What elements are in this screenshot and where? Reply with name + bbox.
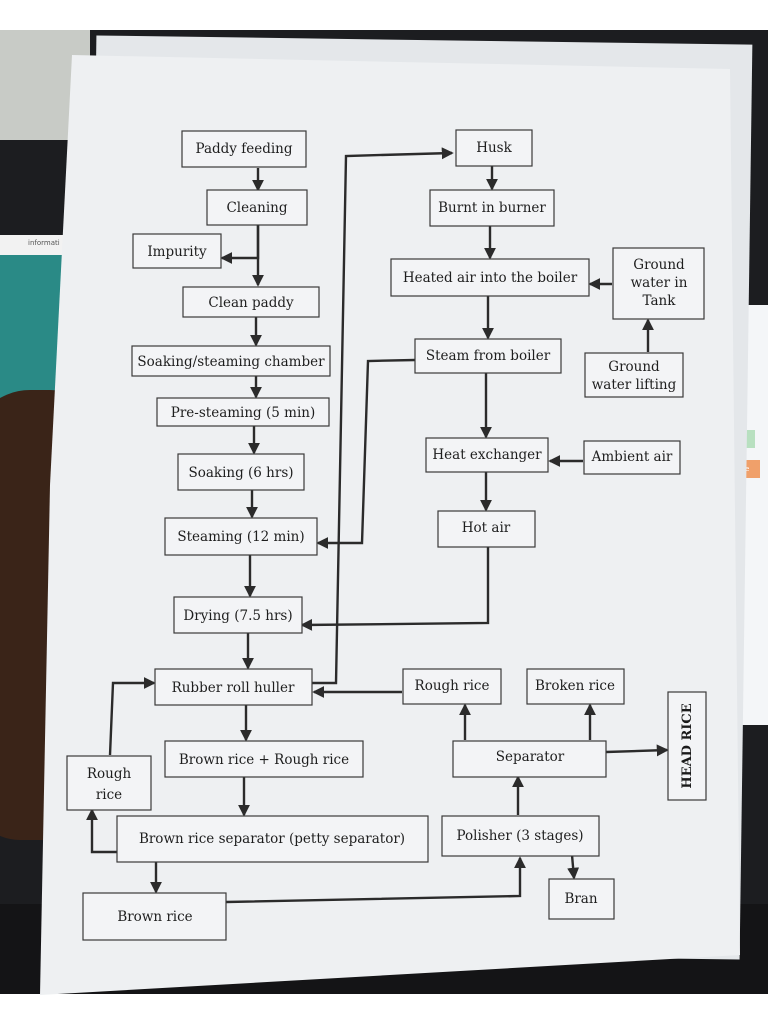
node-label: Burnt in burner [438, 200, 546, 216]
node-pre-steaming: Pre-steaming (5 min) [156, 397, 330, 427]
node-label: HEAD RICE [680, 703, 695, 788]
node-head-rice: HEAD RICE [667, 691, 707, 801]
node-label: Paddy feeding [196, 141, 293, 157]
edge-polisher-bran [567, 854, 580, 880]
node-label: Cleaning [226, 200, 287, 216]
node-soaking-steaming-chamber: Soaking/steaming chamber [131, 345, 331, 377]
node-cleaning: Cleaning [206, 189, 308, 226]
node-label: Husk [476, 140, 512, 156]
node-label: Broken rice [535, 678, 615, 694]
node-rough-rice-left: Rough rice [66, 755, 152, 811]
node-label: Heated air into the boiler [403, 270, 578, 286]
edge-separator-headrice [605, 744, 669, 757]
edge-separator-roughrice [86, 808, 117, 854]
node-husk: Husk [455, 129, 533, 167]
browser-tab-label: informati [28, 239, 60, 247]
node-heat-exchanger: Heat exchanger [425, 437, 549, 473]
node-label: Steam from boiler [426, 348, 551, 364]
node-label: rice [96, 787, 122, 803]
node-steaming: Steaming (12 min) [164, 517, 318, 556]
node-label: Separator [496, 749, 565, 765]
node-label: Pre-steaming (5 min) [171, 405, 315, 421]
node-label: water in [631, 275, 688, 291]
node-broken-rice: Broken rice [526, 668, 625, 705]
node-polisher: Polisher (3 stages) [441, 815, 600, 857]
node-brown-rice: Brown rice [82, 892, 227, 941]
node-brown-rough-rice: Brown rice + Rough rice [164, 740, 364, 778]
node-label: Ground [608, 359, 660, 375]
edges [86, 147, 669, 904]
node-paddy-feeding: Paddy feeding [181, 130, 307, 168]
node-label: Polisher (3 stages) [456, 828, 583, 844]
node-separator: Separator [452, 740, 607, 778]
node-clean-paddy: Clean paddy [182, 286, 320, 318]
node-label: Rough [87, 766, 132, 782]
node-label: Tank [643, 293, 677, 309]
node-label: Hot air [462, 520, 511, 536]
edge-roughrice-huller [108, 677, 156, 756]
node-impurity: Impurity [132, 233, 222, 269]
node-label: Drying (7.5 hrs) [183, 608, 292, 624]
edge-hotair-drying [300, 547, 490, 631]
node-label: Ambient air [591, 449, 673, 465]
node-label: Soaking/steaming chamber [137, 354, 325, 370]
edge-huller-husk [312, 147, 454, 685]
node-label: Brown rice + Rough rice [179, 752, 349, 768]
node-ground-water-tank: Ground water in Tank [612, 247, 705, 320]
node-label: Impurity [147, 244, 207, 260]
node-label: Soaking (6 hrs) [188, 465, 293, 481]
node-label: Rubber roll huller [172, 680, 295, 696]
node-rubber-roll-huller: Rubber roll huller [154, 668, 313, 706]
node-heated-air-boiler: Heated air into the boiler [390, 258, 590, 297]
node-ambient-air: Ambient air [583, 440, 681, 475]
node-steam-from-boiler: Steam from boiler [414, 338, 562, 374]
node-burnt-in-burner: Burnt in burner [429, 189, 555, 227]
node-label: Brown rice [117, 909, 192, 925]
node-label: water lifting [592, 377, 677, 393]
node-drying: Drying (7.5 hrs) [173, 596, 303, 634]
node-label: Rough rice [415, 678, 490, 694]
node-brown-rice-separator: Brown rice separator (petty separator) [116, 815, 429, 863]
node-ground-water-lifting: Ground water lifting [584, 352, 684, 398]
node-label: Clean paddy [208, 295, 294, 311]
node-label: Bran [564, 891, 597, 907]
node-label: Heat exchanger [432, 447, 542, 463]
node-label: Ground [633, 257, 685, 273]
node-soaking: Soaking (6 hrs) [177, 453, 305, 491]
node-bran: Bran [548, 878, 615, 920]
edge-steam-steaming [316, 358, 416, 549]
node-rough-rice-right: Rough rice [402, 668, 502, 705]
node-hot-air: Hot air [437, 510, 536, 548]
node-label: Steaming (12 min) [177, 529, 304, 545]
edge-brownrice-polisher [225, 856, 526, 904]
node-label: Brown rice separator (petty separator) [139, 831, 405, 847]
edge-cleaning-impurity [220, 225, 260, 264]
